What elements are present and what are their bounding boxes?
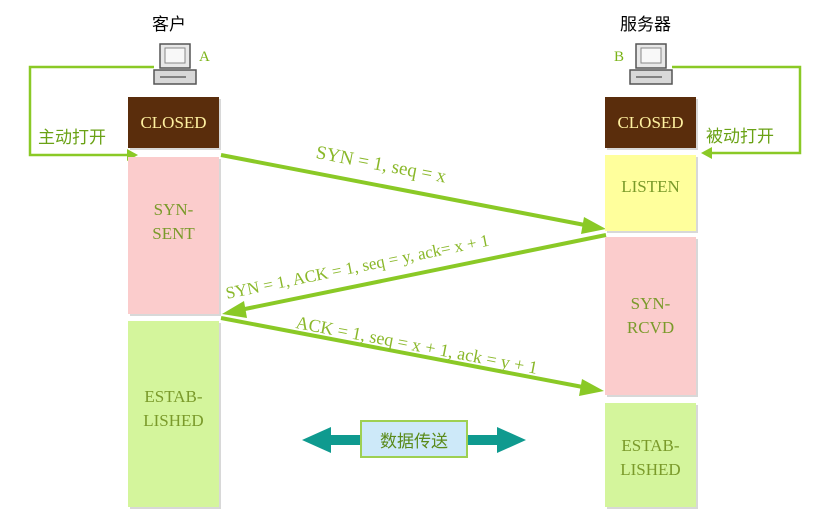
server-state-syn-rcvd: SYN- RCVD xyxy=(605,237,696,395)
syn-ack-arrow xyxy=(239,233,607,312)
syn-arrowhead xyxy=(581,217,606,234)
ack-arrow xyxy=(220,316,589,390)
client-state-closed: CLOSED xyxy=(128,97,219,148)
server-state-listen: LISTEN xyxy=(605,155,696,231)
transfer-arrow-right xyxy=(466,427,526,453)
active-open-label: 主动打开 xyxy=(38,128,106,148)
client-label: 客户 xyxy=(152,15,186,35)
server-open-arrowhead xyxy=(701,147,712,159)
server-label: 服务器 xyxy=(620,15,671,35)
client-state-established: ESTAB- LISHED xyxy=(128,321,219,507)
syn-ack-arrowhead xyxy=(222,301,247,318)
data-transfer-box: 数据传送 xyxy=(360,420,468,458)
passive-open-label: 被动打开 xyxy=(706,127,774,147)
client-host-letter: A xyxy=(199,49,210,65)
server-host-letter: B xyxy=(614,49,625,65)
server-computer-icon xyxy=(629,43,673,85)
ack-arrowhead xyxy=(579,379,604,396)
client-state-syn-sent: SYN- SENT xyxy=(128,157,219,314)
server-state-closed: CLOSED xyxy=(605,97,696,148)
client-open-loop xyxy=(28,65,154,157)
server-open-loop xyxy=(672,65,802,155)
syn-arrow xyxy=(220,153,591,228)
server-state-established: ESTAB- LISHED xyxy=(605,403,696,507)
transfer-arrow-left xyxy=(302,427,362,453)
client-computer-icon xyxy=(153,43,197,85)
